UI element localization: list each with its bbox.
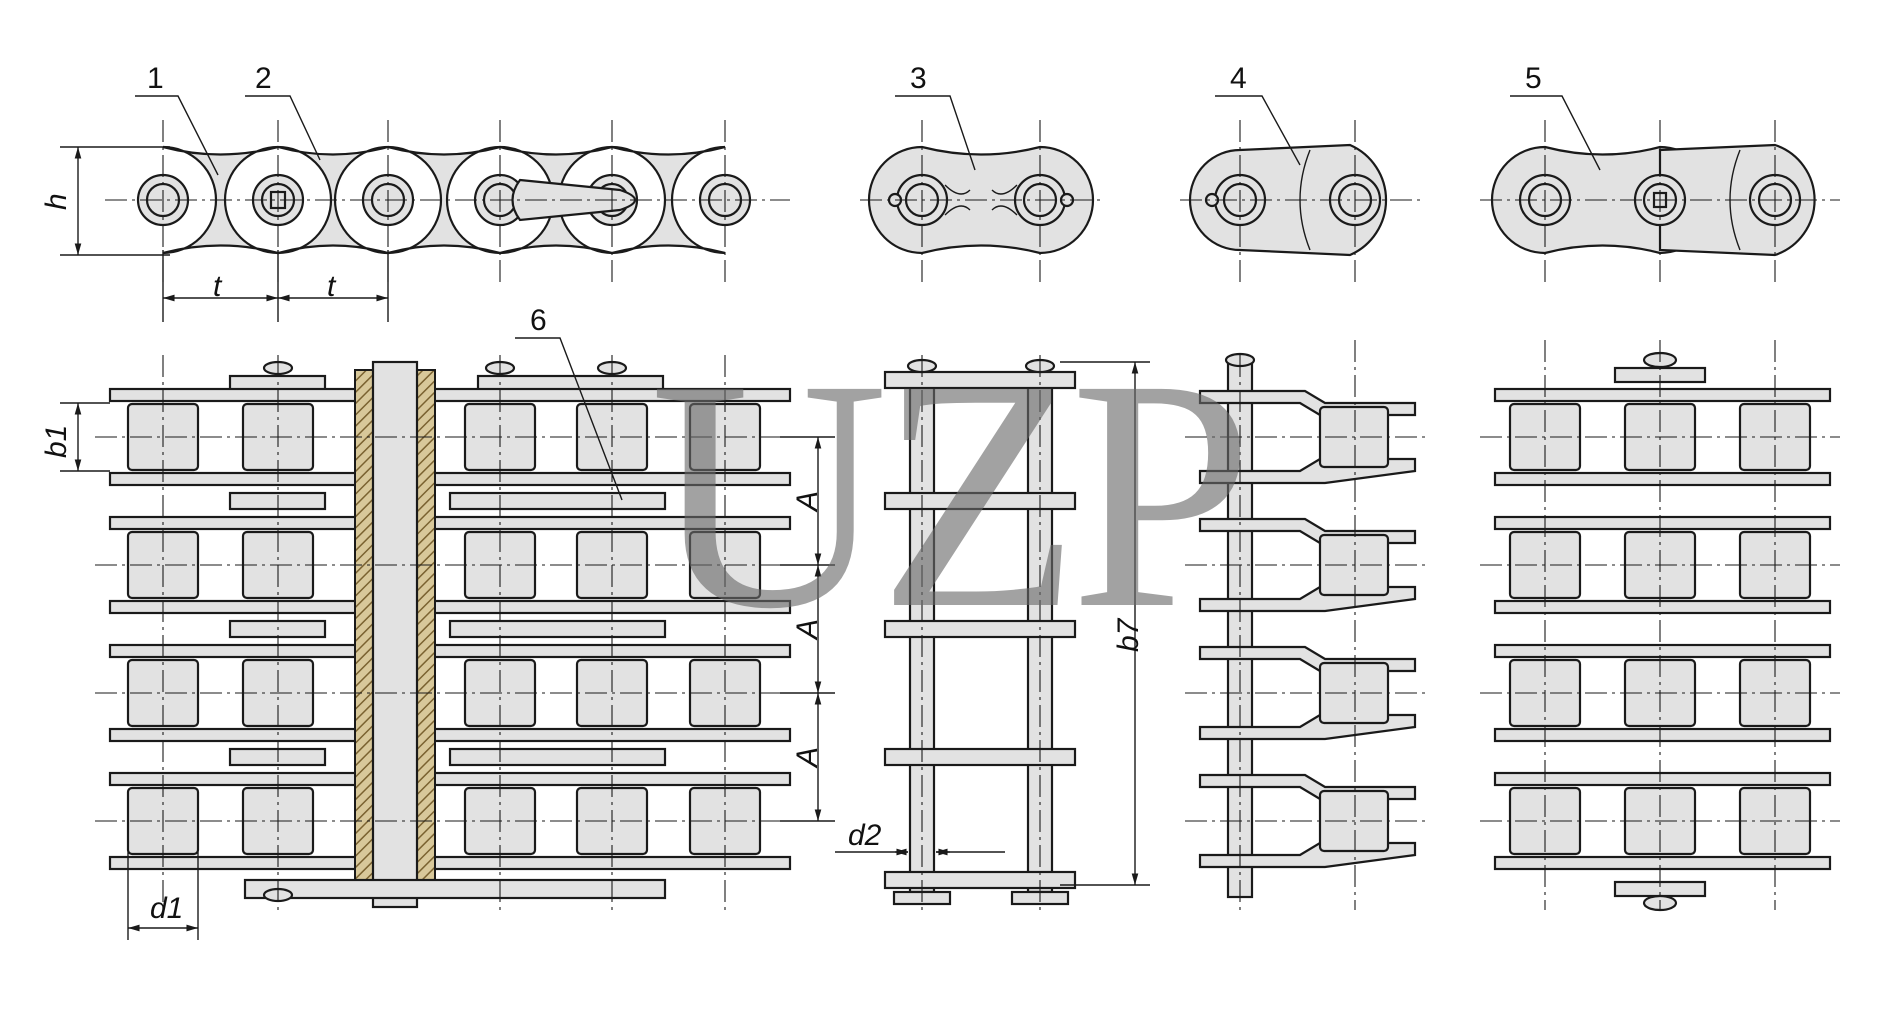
arrow-head [74,459,82,471]
link-plate [108,471,792,487]
dim-label-t2: t [327,270,337,303]
arrow-head [814,565,822,577]
link-plate [108,599,792,615]
dim-label-d2: d2 [848,819,882,852]
arrow-head [186,924,198,932]
connecting-plate [883,491,1077,511]
arrow-head [936,848,948,856]
inner-plate [448,747,667,767]
dim-label-b7: b7 [1112,617,1145,652]
arrow-head [278,294,290,302]
arrow-head [74,147,82,159]
inner-plate [448,619,667,639]
dim-a1 [814,437,822,565]
dim-label-b1: b1 [40,425,73,458]
callout-5: 5 [1525,62,1542,95]
link-plate [108,515,792,531]
dim-b1 [74,403,82,471]
callout-6: 6 [530,304,547,337]
arrow-head [163,294,175,302]
inner-plate [448,491,667,511]
leader-4 [1215,95,1301,166]
clip-spring [944,184,1018,216]
arrow-head [1131,362,1139,374]
link-plate [1493,727,1832,743]
dim-label-a2: A [791,619,824,641]
dimension-lines [60,146,1150,940]
connecting-plate [883,370,1077,390]
arrow-head [814,809,822,821]
watermark: UZP [650,312,1245,677]
dim-label-a3: A [791,747,824,769]
dim-d1 [128,924,198,932]
callout-3: 3 [910,62,927,95]
link-plate [108,387,792,403]
arrow-head [74,243,82,255]
leader-1 [135,95,219,176]
callout-4: 4 [1230,62,1247,95]
dim-t2 [278,294,388,302]
arrow-head [896,848,908,856]
leader-5 [1510,95,1601,171]
link-plate [1493,643,1832,659]
dim-a3 [814,693,822,821]
dim-a2 [814,565,822,693]
link-plate [108,643,792,659]
leader-2 [245,95,321,161]
dim-label-a1: A [791,491,824,513]
dim-t1 [163,294,278,302]
arrow-head [376,294,388,302]
callout-leaders [135,95,1601,501]
dim-d2-arrow-a [895,848,908,856]
dim-label-d1: d1 [150,892,183,925]
link-plate [1493,387,1832,403]
dim-label-t1: t [213,270,223,303]
connecting-plate [883,747,1077,767]
arrow-head [814,693,822,705]
arrow-head [814,553,822,565]
dim-d2-arrow-b [936,848,950,856]
arrow-head [128,924,140,932]
outer-plate-bottom [243,878,667,900]
dim-label-h: h [40,193,73,210]
dim-h [74,147,82,255]
sectioned-pin [371,360,419,909]
callout-1: 1 [147,62,164,95]
link-plate [1493,515,1832,531]
arrow-head [814,681,822,693]
link-plate [1493,771,1832,787]
dim-b7 [1131,362,1139,885]
connecting-plate [883,870,1077,890]
link-plate [108,727,792,743]
plan-view-offset-link [1493,351,1832,912]
arrow-head [74,403,82,415]
link-plate [108,771,792,787]
connecting-plate [883,619,1077,639]
leader-6 [515,337,623,501]
center-lines [95,120,1840,910]
arrow-head [1131,873,1139,885]
link-plate [1493,855,1832,871]
arrow-head [266,294,278,302]
link-plate [108,855,792,871]
leader-3 [895,95,976,171]
link-plate [1493,471,1832,487]
link-plate [1493,599,1832,615]
arrow-head [814,437,822,449]
callout-2: 2 [255,62,272,95]
